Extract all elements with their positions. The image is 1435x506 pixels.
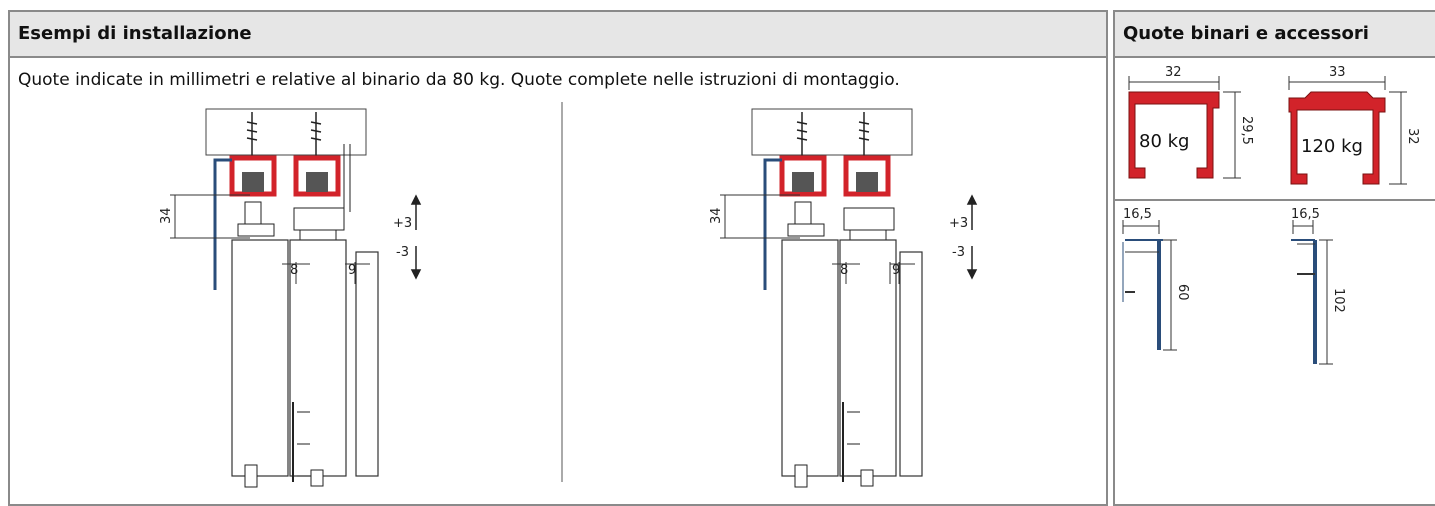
gap-dimensions-b bbox=[832, 262, 915, 284]
screws-a bbox=[246, 112, 322, 162]
profile-102-dims bbox=[1292, 220, 1333, 365]
installation-header: Esempi di installazione bbox=[10, 12, 1106, 58]
gap-dimensions-a bbox=[282, 262, 370, 284]
rails-diagram: 80 kg 32 29,5 120 kg 33 32 16, bbox=[1115, 65, 1435, 365]
adjust-up-b-label: +3 bbox=[949, 216, 968, 231]
installation-panel: Esempi di installazione Quote indicate i… bbox=[8, 10, 1108, 506]
rail-120-label: 120 kg bbox=[1301, 136, 1363, 157]
hanger-b bbox=[787, 201, 895, 241]
installation-note: Quote indicate in millimetri e relative … bbox=[18, 70, 900, 90]
rail-80-height-label: 29,5 bbox=[1239, 116, 1254, 145]
rails-header: Quote binari e accessori bbox=[1115, 12, 1435, 58]
profile-102-depth-label: 16,5 bbox=[1291, 207, 1320, 222]
gap-8-a-label: 8 bbox=[290, 263, 298, 278]
adjust-up-a-label: +3 bbox=[393, 216, 412, 231]
rail-120-height-label: 32 bbox=[1405, 128, 1420, 145]
rail-80-label: 80 kg bbox=[1139, 131, 1189, 152]
hanger-a bbox=[237, 201, 345, 241]
profile-60-depth-label: 16,5 bbox=[1123, 207, 1152, 222]
ceiling-block-a bbox=[205, 108, 367, 156]
door-panels-a bbox=[231, 239, 379, 477]
adjust-arrows-a bbox=[410, 194, 422, 280]
rail-120-width-label: 33 bbox=[1329, 65, 1346, 80]
dimension-34-b-label: 34 bbox=[709, 207, 724, 224]
installation-diagram-b: 34 8 9 +3 -3 bbox=[709, 108, 978, 488]
ceiling-block-b bbox=[751, 108, 913, 156]
adjust-down-a-label: -3 bbox=[396, 245, 409, 260]
adjust-arrows-b bbox=[966, 194, 978, 280]
rail-80-profile bbox=[1128, 91, 1220, 179]
screws-b bbox=[796, 112, 870, 162]
dimension-34-a-label: 34 bbox=[159, 207, 174, 224]
profile-60 bbox=[1122, 239, 1163, 350]
gap-9-a-label: 9 bbox=[348, 263, 356, 278]
rail-120-profile bbox=[1288, 91, 1386, 185]
rail-80-dims bbox=[1128, 76, 1241, 179]
adjust-down-b-label: -3 bbox=[952, 245, 965, 260]
gap-9-b-label: 9 bbox=[892, 263, 900, 278]
rails-panel: Quote binari e accessori 80 kg 32 29,5 1… bbox=[1113, 10, 1435, 506]
dimension-34-a bbox=[170, 194, 250, 239]
rail-section-b bbox=[763, 155, 891, 290]
profile-60-dims bbox=[1122, 220, 1177, 351]
gap-8-b-label: 8 bbox=[840, 263, 848, 278]
profile-60-height-label: 60 bbox=[1175, 284, 1190, 301]
profile-102 bbox=[1291, 239, 1317, 364]
door-panels-b bbox=[781, 239, 923, 477]
installation-diagram-a: 34 8 9 +3 -3 bbox=[159, 102, 563, 488]
rail-120-dims bbox=[1288, 76, 1407, 185]
floor-guide-a bbox=[244, 402, 324, 488]
profile-102-height-label: 102 bbox=[1331, 288, 1346, 313]
rail-section-a bbox=[213, 144, 351, 290]
dimension-34-b bbox=[720, 194, 800, 239]
rail-80-width-label: 32 bbox=[1165, 65, 1182, 80]
floor-guide-b bbox=[794, 402, 874, 488]
